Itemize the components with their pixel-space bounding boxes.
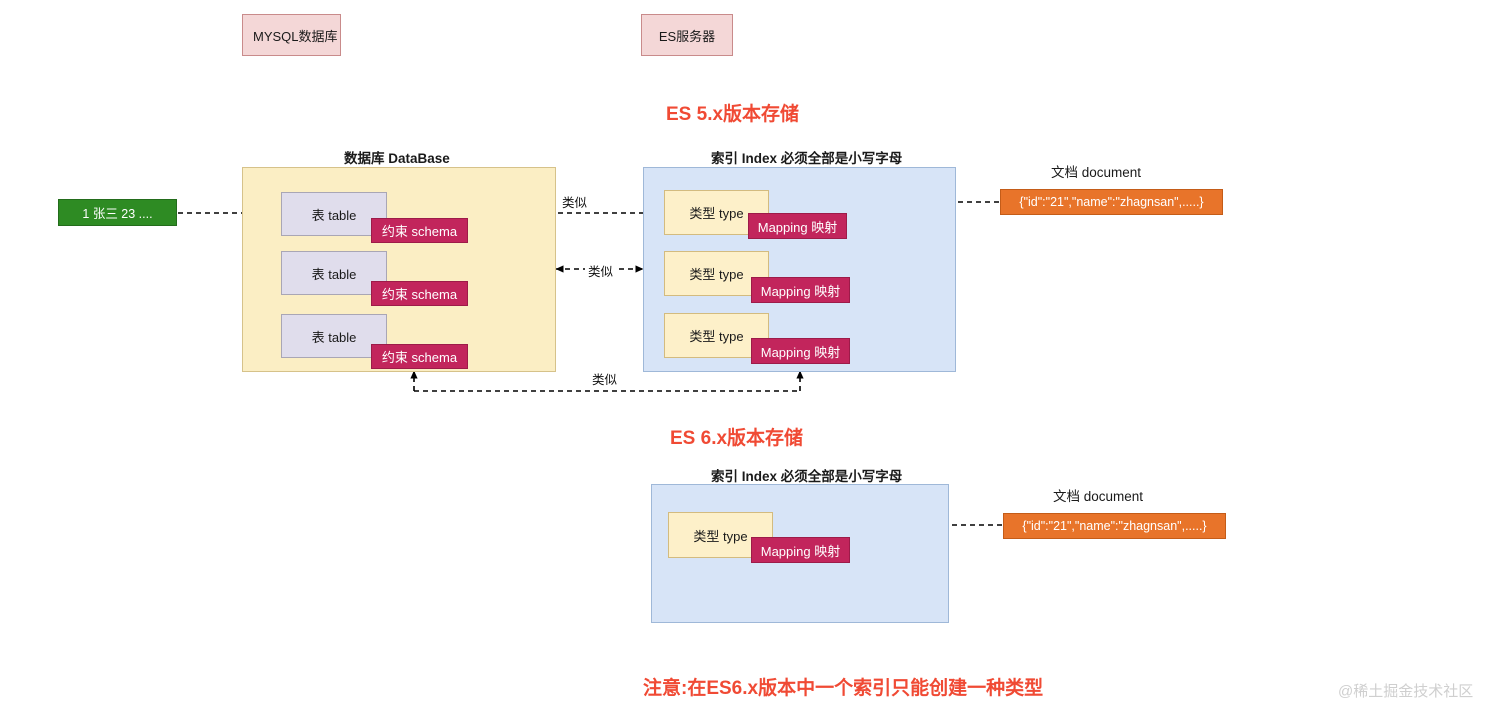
table-label-1: 表 table [311,207,357,223]
mapping-label-1: Mapping 映射 [757,219,838,235]
mapping-box-2: Mapping 映射 [751,277,850,303]
table-label-2: 表 table [311,266,357,282]
section-title-es5: ES 5.x版本存储 [666,104,800,125]
schema-label-3: 约束 schema [381,350,458,365]
document-box-es6: {"id":"21","name":"zhagnsan",.....} [1003,513,1226,539]
table-box-3: 表 table [281,314,387,358]
type-label-es6: 类型 type [693,528,748,544]
legend-mysql-label: MYSQL数据库 [253,28,338,44]
mapping-box-1: Mapping 映射 [748,213,847,239]
type-label-1: 类型 type [689,206,744,221]
legend-es-box: ES服务器 [641,14,733,56]
mapping-label-3: Mapping 映射 [760,344,841,360]
document-caption-es6: 文档 document [1053,489,1144,504]
mapping-label-es6: Mapping 映射 [760,543,841,559]
similar-label-bottom: 类似 [588,369,622,388]
mapping-box-3: Mapping 映射 [751,338,850,364]
record-box: 1 张三 23 .... [58,199,177,226]
table-box-1: 表 table [281,192,387,236]
legend-mysql-box: MYSQL数据库 [242,14,341,56]
database-caption: 数据库 DataBase [344,151,450,166]
section-title-es6: ES 6.x版本存储 [670,428,804,449]
table-label-3: 表 table [311,329,357,345]
schema-box-3: 约束 schema [371,344,468,369]
bottom-note: 注意:在ES6.x版本中一个索引只能创建一种类型 [643,678,1044,699]
schema-label-2: 约束 schema [381,287,458,302]
index-caption-es5: 索引 Index 必须全部是小写字母 [711,151,903,166]
schema-box-1: 约束 schema [371,218,468,243]
table-box-2: 表 table [281,251,387,295]
legend-es-label: ES服务器 [658,28,716,44]
mapping-box-es6: Mapping 映射 [751,537,850,563]
mapping-label-2: Mapping 映射 [760,283,841,299]
document-value-es5: {"id":"21","name":"zhagnsan",.....} [1019,195,1204,209]
type-label-3: 类型 type [689,329,744,344]
record-value: 1 张三 23 .... [82,207,153,221]
similar-label-top: 类似 [562,196,588,210]
schema-box-2: 约束 schema [371,281,468,306]
index-caption-es6: 索引 Index 必须全部是小写字母 [711,469,903,484]
document-caption-es5: 文档 document [1051,165,1142,180]
type-label-2: 类型 type [689,267,744,282]
similar-label-middle: 类似 [585,261,617,280]
document-value-es6: {"id":"21","name":"zhagnsan",.....} [1022,519,1207,533]
document-box-es5: {"id":"21","name":"zhagnsan",.....} [1000,189,1223,215]
type-box-2: 类型 type [664,251,769,296]
schema-label-1: 约束 schema [381,224,458,239]
watermark: @稀土掘金技术社区 [1338,683,1474,700]
